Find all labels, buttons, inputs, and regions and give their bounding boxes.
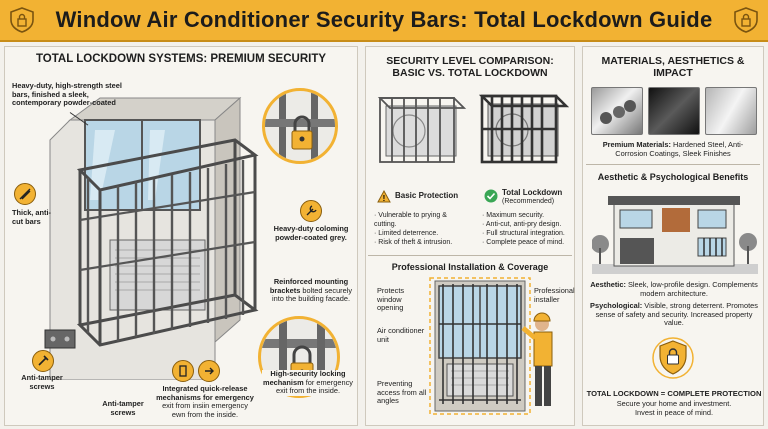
wrench-icon — [300, 200, 322, 222]
installation-illustration — [429, 277, 553, 415]
saw-icon — [14, 183, 36, 205]
modern-house-illustration — [592, 196, 758, 274]
total-cage-illustration — [478, 94, 570, 164]
basic-cage-illustration — [377, 97, 467, 163]
middle-heading: SECURITY LEVEL COMPARISON: BASIC VS. TOT… — [386, 55, 554, 79]
material-brushed-steel — [705, 87, 757, 135]
label-installer: Professional installer — [534, 286, 575, 304]
final-line-1: Secure your home and investment. — [616, 399, 732, 408]
psychological-caption: Psychological: Visible, strong deterrent… — [590, 301, 758, 328]
list-item: · Maximum security. — [482, 212, 545, 219]
shield-lock-icon — [10, 7, 34, 33]
material-steel-tubes — [591, 87, 643, 135]
label-anti-cut: Thick, anti-cut bars — [12, 208, 52, 226]
svg-text:!: ! — [383, 194, 386, 203]
benefits-heading: Aesthetic & Psychological Benefits — [597, 172, 749, 182]
divider — [586, 164, 760, 165]
aesthetic-caption: Aesthetic: Sleek, low-profile design. Co… — [590, 280, 758, 298]
total-list: · Maximum security. · Anti-cut, anti-pry… — [482, 211, 574, 247]
check-icon — [484, 189, 498, 203]
shield-lock-icon — [652, 337, 694, 379]
list-item: · Anti-cut, anti-pry design. — [482, 221, 562, 228]
list-item: · Complete peace of mind. — [482, 239, 565, 246]
warning-icon: ! — [377, 190, 391, 203]
label-locking: High-security locking mechanism for emer… — [262, 369, 354, 396]
install-heading: Professional Installation & Coverage — [391, 262, 549, 272]
basic-list: · Vulnerable to prying & cutting. · Limi… — [374, 211, 469, 247]
hand-lever-icon — [172, 360, 194, 382]
screw-icon — [32, 350, 54, 372]
basic-title: Basic Protection — [395, 191, 459, 200]
final-title: TOTAL LOCKDOWN = COMPLETE PROTECTION — [586, 389, 762, 398]
list-item: · Vulnerable to prying & cutting. — [374, 212, 447, 228]
list-item: · Full structural integration. — [482, 230, 565, 237]
label-quick-release: Integrated quick-release mechanisms for … — [156, 384, 254, 419]
label-protects: Protects window opening — [377, 286, 405, 313]
materials-caption: Premium Materials: Hardened Steel, Anti-… — [602, 140, 744, 158]
label-steel-bars: Heavy-duty, high-strength steel bars, fi… — [12, 81, 122, 108]
label-anti-tamper-left: Anti-tamper screws — [21, 373, 63, 391]
label-anti-tamper-mid: Anti-tamper screws — [102, 399, 144, 417]
material-black-bar — [648, 87, 700, 135]
label-coloring: Heavy-duty coloming powder-coated grey. — [273, 224, 349, 242]
exit-icon — [198, 360, 220, 382]
security-bars-illustration — [44, 96, 259, 380]
label-ac-unit: Air conditioner unit — [377, 326, 425, 344]
label-preventing: Preventing access from all angles — [377, 379, 427, 406]
total-title: Total Lockdown — [502, 188, 563, 197]
list-item: · Limited deterrence. — [374, 230, 439, 237]
left-heading: TOTAL LOCKDOWN SYSTEMS: PREMIUM SECURITY — [35, 53, 327, 65]
right-heading: MATERIALS, AESTHETICS & IMPACT — [601, 55, 745, 79]
padlock-detail-top — [262, 88, 338, 164]
header-bar — [0, 0, 768, 42]
total-subtitle: (Recommended) — [502, 198, 555, 205]
divider — [368, 255, 572, 256]
list-item: · Risk of theft & intrusion. — [374, 239, 453, 246]
final-line-2: Invest in peace of mind. — [634, 408, 714, 417]
page-title: Window Air Conditioner Security Bars: To… — [55, 7, 713, 32]
shield-lock-icon — [734, 7, 758, 33]
label-brackets: Reinforced mounting brackets bolted secu… — [269, 277, 353, 304]
